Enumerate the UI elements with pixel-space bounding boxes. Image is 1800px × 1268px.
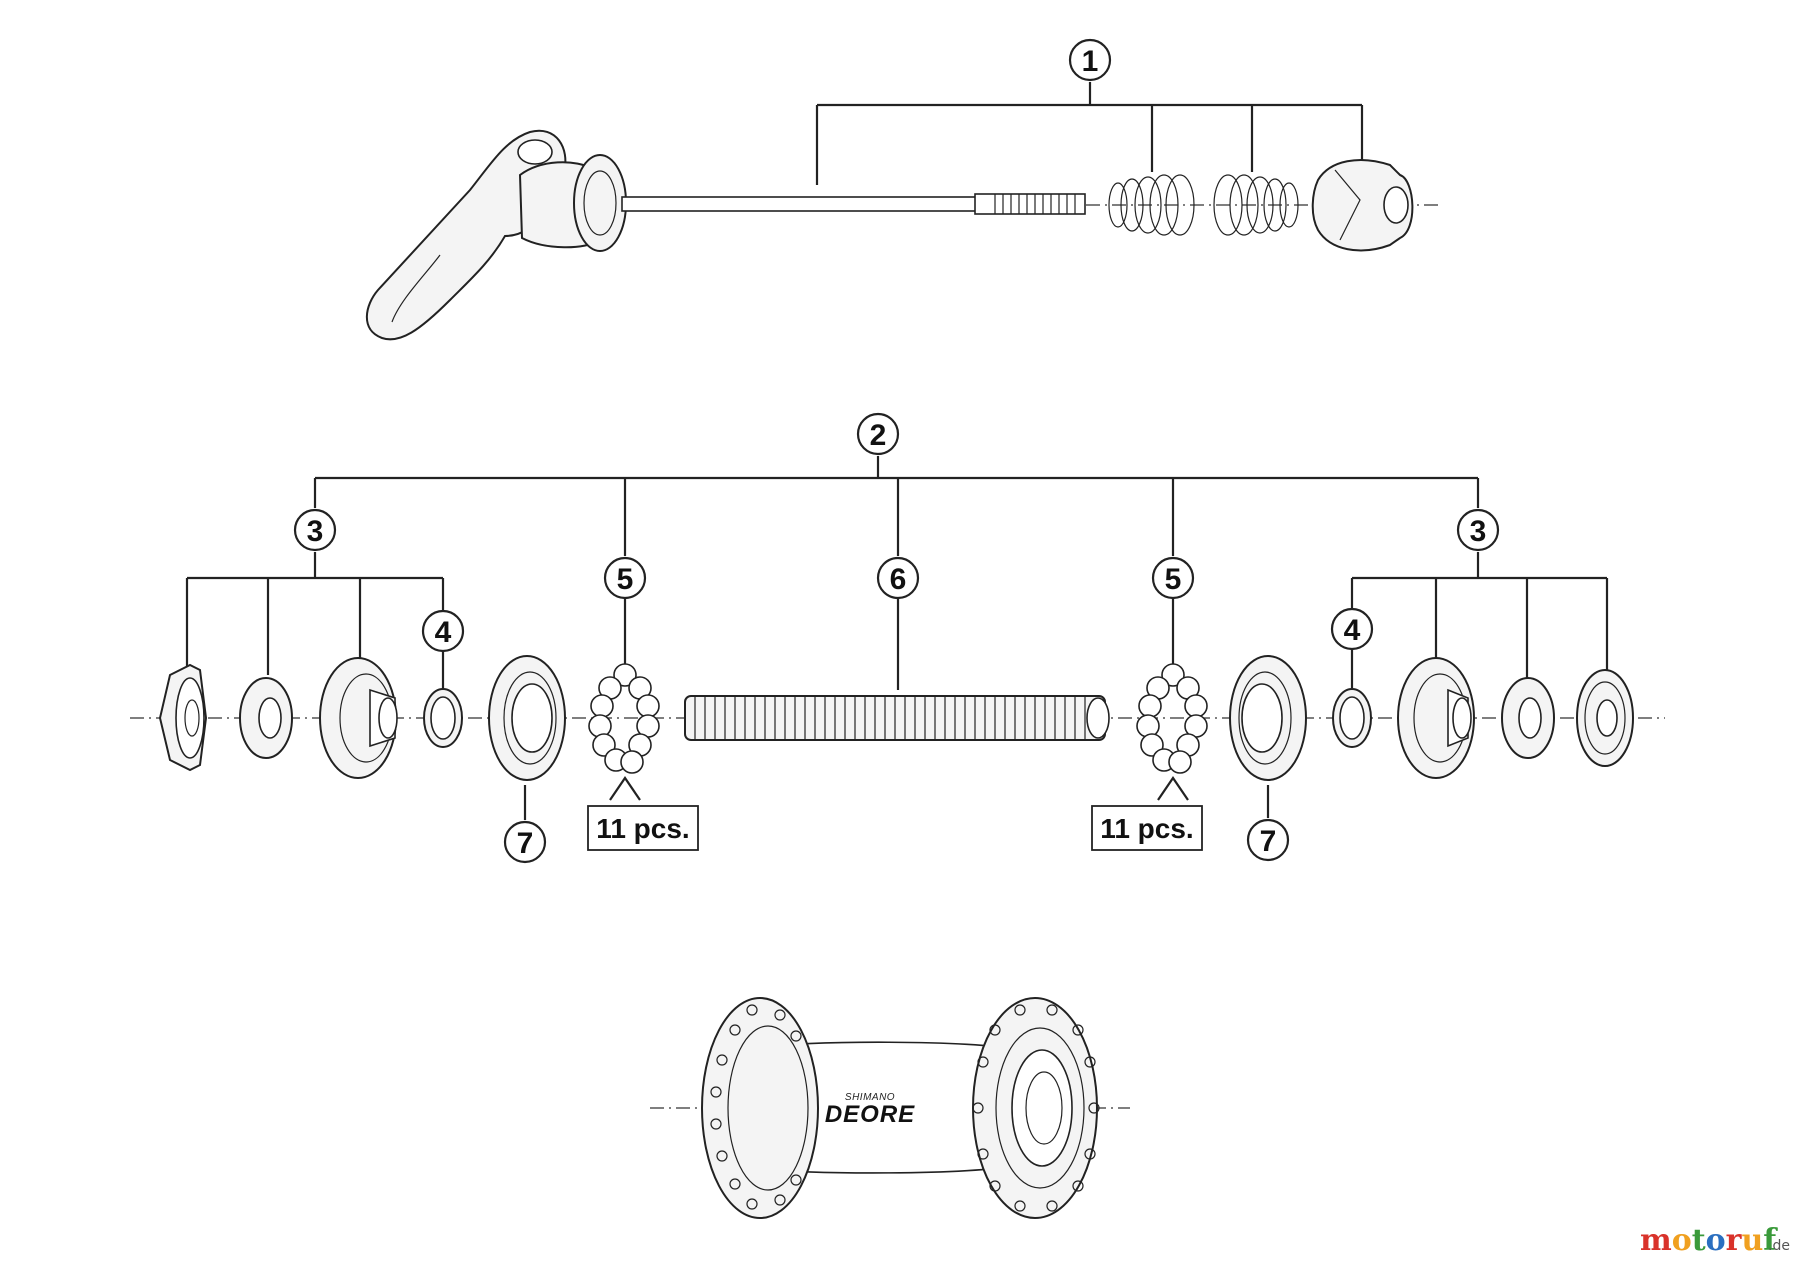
spring-right — [1213, 174, 1299, 236]
hub-model-label: DEORE — [825, 1101, 915, 1128]
svg-text:motoruf: motoruf — [1640, 1223, 1778, 1258]
hub-maker-label: SHIMANO — [845, 1092, 895, 1103]
hub-axle-assembly: 2 3 4 3 4 5 — [130, 412, 1665, 864]
callout-2: 2 — [870, 419, 887, 452]
callout-2-bracket — [313, 456, 1480, 556]
ball-count-left: 11 pcs. — [596, 813, 689, 844]
hub-axle — [684, 695, 1110, 741]
lock-nut-right — [1576, 669, 1634, 767]
cone-right — [1397, 657, 1475, 779]
callout-1: 1 — [1082, 45, 1099, 78]
callout-4-left: 4 — [435, 616, 452, 649]
skewer-thread — [994, 194, 1076, 214]
callout-5-left: 5 — [617, 563, 634, 596]
callout-1-bracket — [815, 82, 1364, 185]
dust-cap-right — [1229, 655, 1307, 781]
callout-3-right-bracket — [1350, 552, 1609, 688]
flange-holes-left — [710, 1004, 802, 1210]
callout-5-right: 5 — [1165, 563, 1182, 596]
spring-left — [1108, 174, 1195, 236]
cone-left — [319, 657, 398, 779]
quick-release-assembly: 1 — [365, 38, 1440, 341]
hub-flange-left — [701, 997, 819, 1219]
hub-shell: SHIMANO DEORE — [650, 997, 1130, 1219]
ball-count-right: 11 pcs. — [1100, 813, 1193, 844]
washer-right — [1501, 677, 1555, 759]
lever-cam-nut — [573, 154, 627, 252]
dust-cap-left — [488, 655, 566, 781]
callout-3-left: 3 — [307, 515, 324, 548]
skewer-rod — [621, 196, 991, 212]
callout-4-right: 4 — [1344, 614, 1361, 647]
watermark-suffix: .de — [1768, 1238, 1790, 1254]
callout-3-left-bracket — [185, 552, 445, 690]
washer-left — [239, 677, 293, 759]
callout-6: 6 — [890, 563, 907, 596]
callout-3-right: 3 — [1470, 515, 1487, 548]
callout-7-left: 7 — [517, 827, 534, 860]
adjusting-nut — [1311, 159, 1414, 252]
ball-bearings-left — [588, 663, 660, 774]
watermark-logo: motoruf .de — [1640, 1223, 1790, 1258]
flange-holes-right — [972, 1004, 1100, 1212]
callout-7-right: 7 — [1260, 825, 1277, 858]
ball-bearings-right — [1136, 663, 1208, 774]
lock-nut-left — [158, 663, 208, 772]
